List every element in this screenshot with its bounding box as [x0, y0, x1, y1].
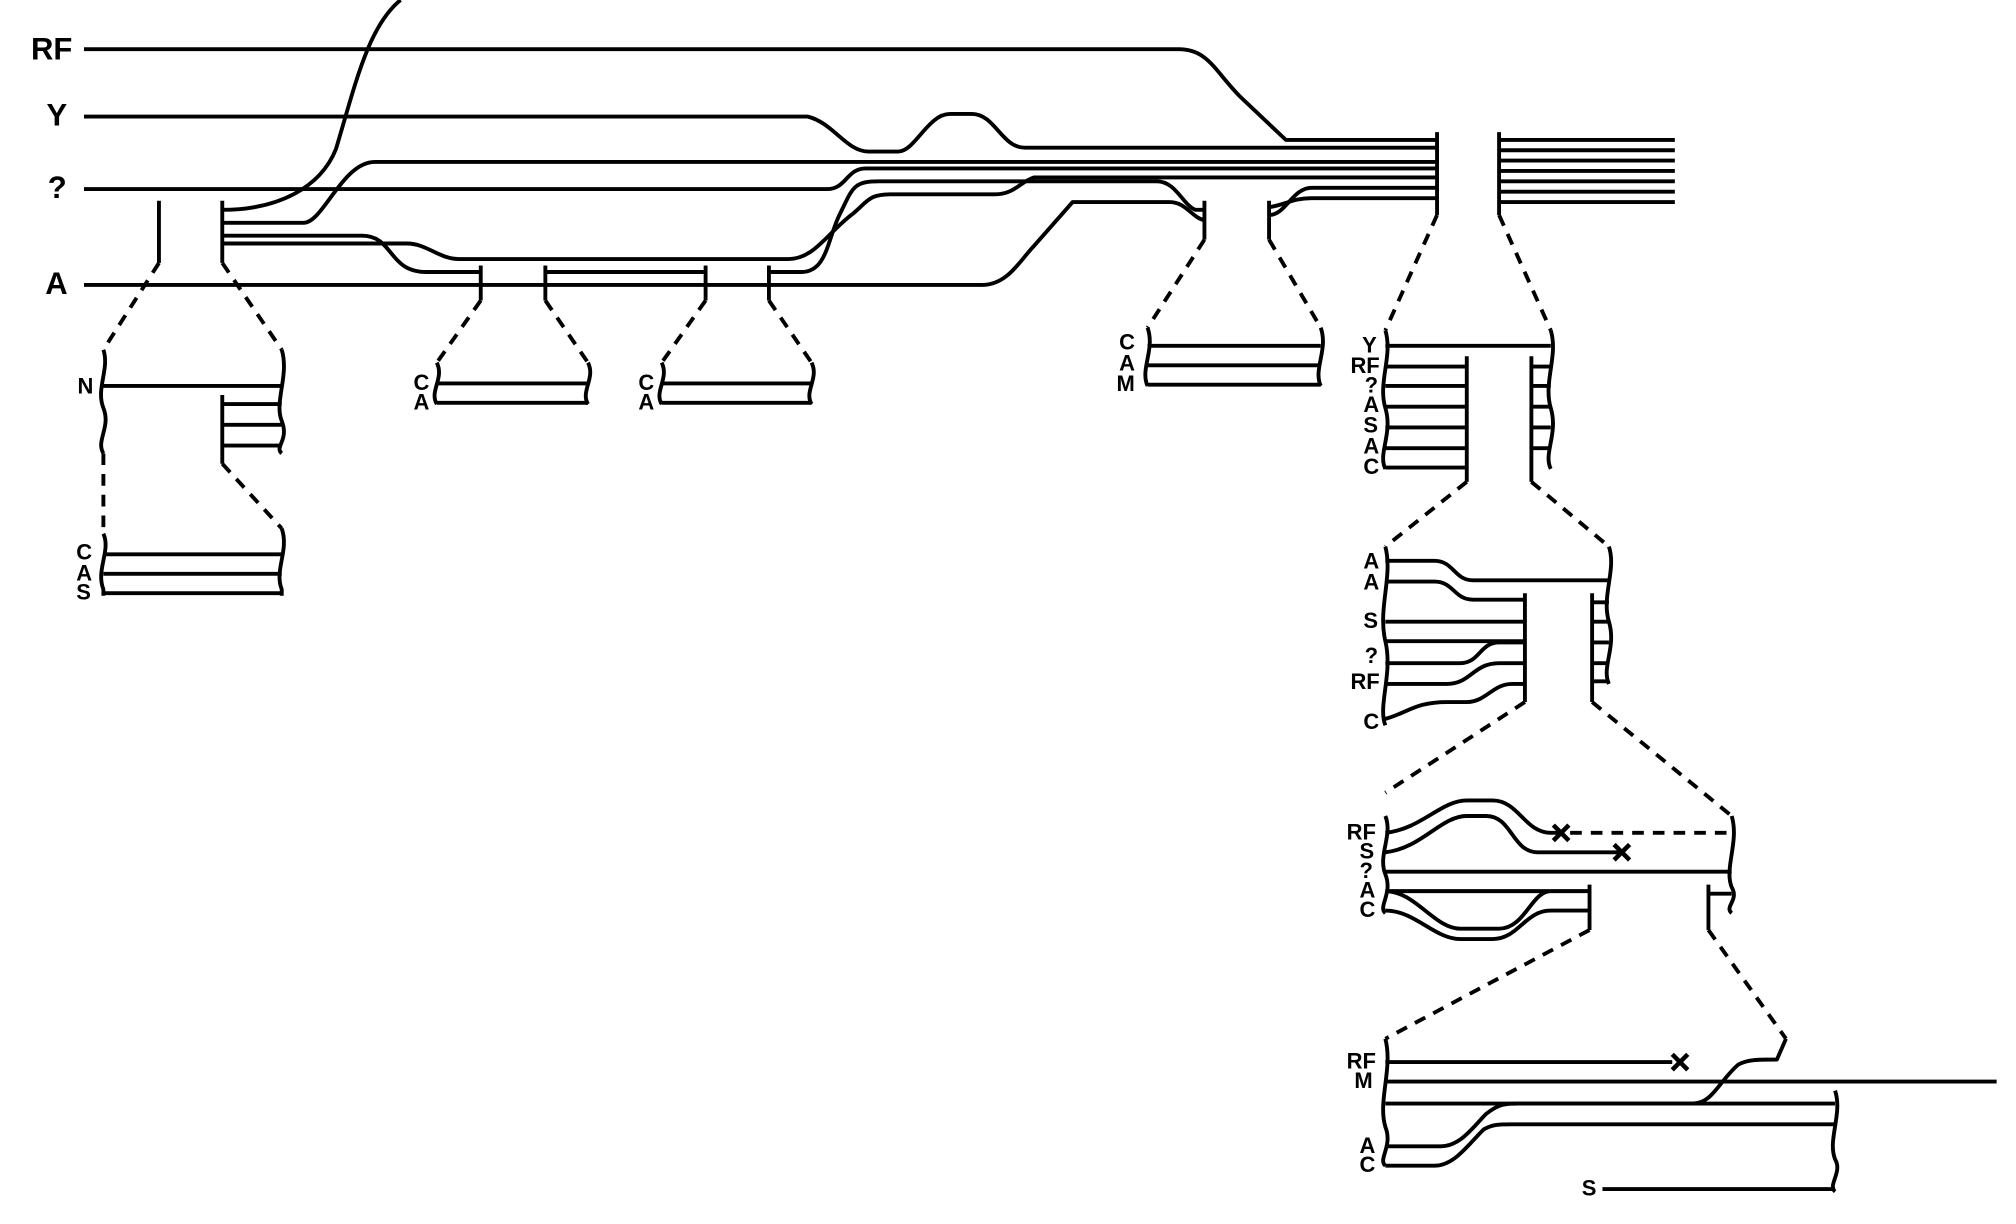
g8-label-s: S: [1582, 1175, 1597, 1200]
zoom-g8: [1384, 928, 1788, 1041]
lineage-q: [84, 166, 1438, 192]
g5-label-3: A: [1363, 392, 1379, 417]
zoom-g3: [660, 299, 814, 364]
g8-line-upper: [1385, 1038, 1788, 1106]
g1-wavy-left: [99, 349, 108, 455]
g7-label-3: A: [1360, 878, 1376, 903]
g6-label-2: S: [1363, 608, 1378, 633]
g6-wavy-left: [1381, 546, 1390, 727]
g4-label-2: M: [1117, 371, 1135, 396]
lineage-curve: [222, 0, 402, 212]
g7-wavy-left: [1381, 815, 1390, 915]
g8-label-0: RF: [1347, 1049, 1376, 1074]
g6-lines: [1384, 558, 1609, 721]
g1b-wavy-right: [277, 527, 286, 596]
g5-label-0: Y: [1362, 332, 1377, 357]
label-q: ?: [48, 170, 67, 205]
g7-label-0: RF: [1347, 819, 1376, 844]
g6-label-1: A: [1363, 569, 1379, 594]
g3-label-1: A: [638, 389, 654, 414]
zoom-g5: [1383, 214, 1553, 332]
g7-lines-ac: [1385, 884, 1732, 941]
g2-label-1: A: [414, 389, 430, 414]
g7-extinction-s-cross-mark: [1612, 842, 1632, 862]
zoom-g4: [1145, 238, 1323, 329]
g7-label-1: S: [1360, 839, 1375, 864]
g4-label-1: A: [1119, 350, 1135, 375]
g7-wavy-right: [1727, 815, 1736, 915]
lineage-rf: [84, 47, 1438, 142]
lineage-bundle-d: [768, 179, 1205, 274]
g1-short-lines: [220, 395, 282, 464]
label-a: A: [45, 266, 67, 301]
lineage-bundle-c: [222, 175, 1438, 261]
g1-label-n: N: [78, 374, 94, 399]
zoom-g1b: [101, 453, 284, 534]
g8-label-2: A: [1360, 1133, 1376, 1158]
zoom-g7: [1384, 700, 1733, 818]
g1b-label-0: C: [76, 540, 92, 565]
g8-label-3: C: [1360, 1152, 1376, 1177]
label-y: Y: [47, 98, 68, 133]
g8-extinction-rf-cross-mark: [1670, 1052, 1690, 1072]
g5-wavy-left: [1381, 329, 1390, 470]
g5-label-6: C: [1363, 454, 1379, 479]
g6-label-3: ?: [1365, 643, 1378, 668]
g1b-label-2: S: [76, 580, 91, 605]
g1b-wavy-left: [99, 532, 108, 596]
g4-label-0: C: [1119, 330, 1135, 355]
g2-label-0: C: [414, 370, 430, 395]
g3-lines: [661, 381, 812, 405]
g6-label-5: C: [1363, 709, 1379, 734]
g1b-label-1: A: [76, 560, 92, 585]
g5-label-2: ?: [1365, 372, 1378, 397]
lineage-bundle-e: [1268, 185, 1438, 217]
lineage-bundle-a: [222, 159, 1438, 225]
g8-wavy-right: [1830, 1089, 1840, 1194]
g3-label-0: C: [638, 370, 654, 395]
g5-label-5: A: [1363, 433, 1379, 458]
lineage-bundle-b: [222, 233, 481, 274]
g8-label-1: M: [1354, 1068, 1372, 1093]
g5-label-4: S: [1363, 413, 1378, 438]
g5-label-1: RF: [1350, 353, 1379, 378]
g7-line-rf: [1385, 798, 1562, 835]
lineage-a: [84, 200, 1206, 287]
g7-line-s: [1385, 814, 1622, 855]
bundle-exit: [1499, 137, 1675, 204]
lineage-y: [84, 112, 1438, 154]
g7-label-2: ?: [1360, 858, 1373, 883]
g6-label-0: A: [1363, 549, 1379, 574]
g2-lines: [436, 381, 588, 405]
g4-wavy: [1143, 327, 1325, 387]
lineage-bundle-f: [1268, 196, 1438, 210]
g7-extinction-rf-cross-mark: [1551, 823, 1571, 843]
label-rf: RF: [31, 32, 72, 67]
zoom-g6: [1384, 480, 1611, 549]
g1-wavy-right: [277, 349, 286, 455]
g1b-lines: [103, 552, 282, 596]
g7-label-4: C: [1360, 897, 1376, 922]
zoom-g2: [435, 299, 590, 364]
g5-lines: [1385, 356, 1551, 482]
g8-line-a: [1385, 1101, 1836, 1149]
zoom-g1: [101, 261, 284, 351]
g6-label-4: RF: [1350, 669, 1379, 694]
g8-line-c: [1385, 1122, 1836, 1168]
g4-lines: [1147, 343, 1321, 387]
